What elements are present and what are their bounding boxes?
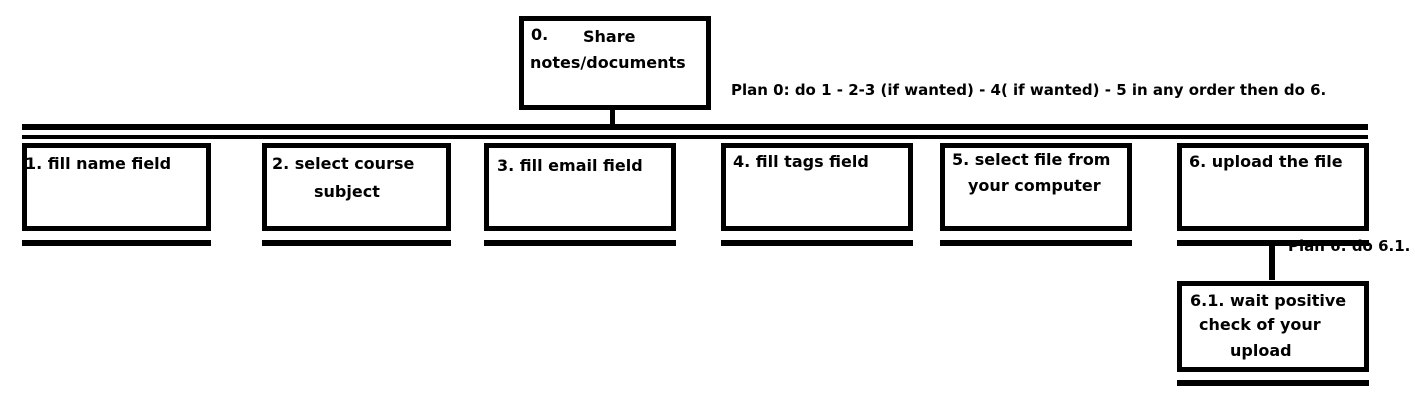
- task-3-box: [484, 143, 676, 231]
- task-1-label-line1: 1. fill name field: [25, 154, 172, 173]
- plan-6-text: Plan 6: do 6.1.: [1288, 237, 1411, 255]
- task-3-underline: [484, 240, 676, 246]
- task-6-underline: [1177, 240, 1369, 246]
- level-1-horizontal-line-lower: [22, 135, 1368, 139]
- root-task-number: 0.: [531, 25, 549, 44]
- task-3-label-line1: 3. fill email field: [497, 156, 643, 175]
- level-1-horizontal-line: [22, 124, 1368, 130]
- task-6-label-line1: 6. upload the file: [1189, 152, 1343, 171]
- task-5-label-line2: your computer: [968, 176, 1101, 195]
- task-6-box: [1177, 143, 1369, 231]
- task-2-underline: [262, 240, 451, 246]
- plan-0-text: Plan 0: do 1 - 2-3 (if wanted) - 4( if w…: [731, 81, 1327, 99]
- root-connector-line: [610, 110, 615, 125]
- task-2-label-line1: 2. select course: [272, 154, 415, 173]
- root-task-label-line2: notes/documents: [530, 53, 686, 72]
- task-5-box: [940, 143, 1132, 231]
- task-1-underline: [22, 240, 211, 246]
- task-6-connector-line: [1269, 246, 1275, 280]
- task-2-label-line2: subject: [314, 182, 380, 201]
- task-2-box: [262, 143, 451, 231]
- subtask-6-1-label-line3: upload: [1230, 341, 1292, 360]
- task-4-box: [721, 143, 913, 231]
- root-task-label-line1: Share: [583, 27, 636, 46]
- subtask-6-1-box: [1177, 281, 1369, 372]
- root-task-box: [519, 16, 711, 110]
- task-4-underline: [721, 240, 913, 246]
- subtask-6-1-label-line2: check of your: [1199, 315, 1321, 334]
- task-4-label-line1: 4. fill tags field: [733, 152, 869, 171]
- task-1-box: [22, 143, 211, 231]
- subtask-6-1-underline: [1177, 380, 1369, 386]
- subtask-6-1-label-line1: 6.1. wait positive: [1190, 291, 1347, 310]
- task-5-label-line1: 5. select file from: [952, 150, 1111, 169]
- task-5-underline: [940, 240, 1132, 246]
